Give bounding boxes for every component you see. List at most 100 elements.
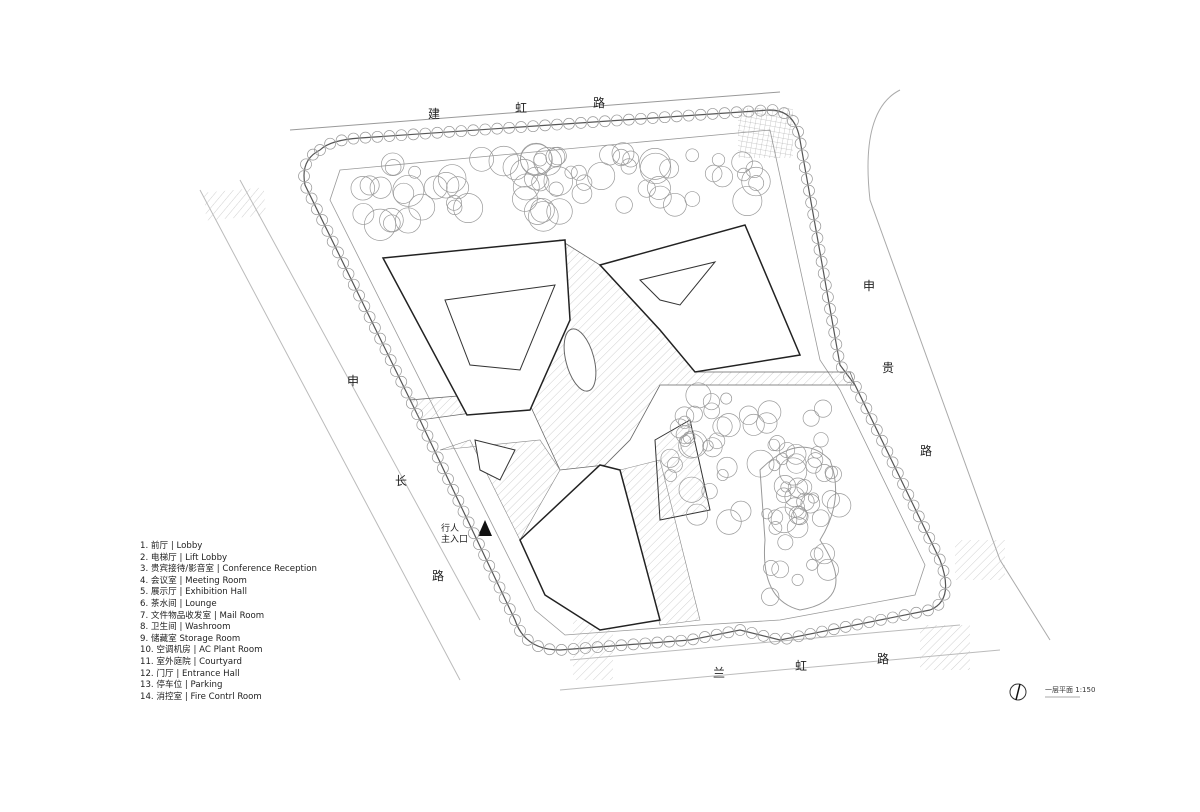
- road-label-north-1: 建: [428, 107, 440, 121]
- tree-icon: [801, 173, 813, 185]
- tree-icon: [493, 581, 506, 594]
- tree-icon: [350, 176, 376, 201]
- tree-icon: [910, 606, 923, 619]
- tree-icon: [865, 413, 878, 426]
- tree-icon: [599, 115, 611, 128]
- tree-icon: [741, 166, 771, 197]
- tree-icon: [767, 509, 784, 525]
- tree-icon: [796, 492, 815, 511]
- tree-icon: [907, 499, 920, 512]
- tree-icon: [886, 611, 899, 624]
- tree-icon: [786, 516, 809, 539]
- drawing-scale: 1:150: [1075, 686, 1096, 694]
- tree-icon: [509, 614, 521, 626]
- tree-icon: [545, 147, 566, 167]
- tree-icon: [898, 609, 911, 621]
- tree-icon: [766, 104, 779, 116]
- tree-icon: [802, 409, 820, 427]
- tree-icon: [815, 255, 828, 268]
- tree-icon: [937, 565, 950, 577]
- tree-icon: [379, 343, 392, 356]
- tree-icon: [395, 129, 408, 142]
- tree-icon: [875, 613, 887, 626]
- crossing-east: [955, 540, 1005, 580]
- tree-icon: [603, 640, 616, 653]
- tree-icon: [455, 125, 468, 137]
- tree-icon: [658, 111, 671, 124]
- tree-icon: [678, 415, 692, 429]
- tree-icon: [335, 134, 348, 147]
- tree-icon: [332, 246, 344, 259]
- tree-icon: [722, 626, 735, 639]
- tree-icon: [716, 456, 738, 478]
- tree-icon: [575, 117, 587, 129]
- tree-icon: [524, 197, 552, 225]
- tree-icon: [897, 478, 909, 490]
- tree-icon: [363, 311, 376, 323]
- tree-icon: [711, 153, 726, 167]
- tree-icon: [567, 643, 580, 655]
- legend-item: 6. 茶水间 | Lounge: [140, 598, 217, 609]
- tree-icon: [918, 521, 930, 533]
- tree-icon: [732, 186, 763, 216]
- tree-icon: [825, 465, 842, 483]
- tree-icon: [298, 170, 310, 182]
- tree-icon: [591, 641, 604, 653]
- tree-icon: [648, 185, 672, 209]
- tree-icon: [817, 267, 830, 280]
- tree-icon: [678, 476, 705, 503]
- tree-icon: [659, 158, 679, 179]
- tree-icon: [811, 232, 824, 244]
- tree-icon: [737, 167, 751, 182]
- road-label-west-1: 申: [347, 374, 359, 388]
- road-label-west-2: 长: [395, 474, 407, 488]
- tree-icon: [742, 413, 765, 436]
- tree-icon: [776, 452, 789, 466]
- tree-icon: [431, 451, 444, 464]
- tree-icon: [622, 113, 635, 126]
- tree-icon: [546, 198, 573, 225]
- courtyard-building: [654, 419, 711, 521]
- tree-icon: [570, 164, 587, 181]
- legend-item: 4. 会议室 | Meeting Room: [140, 575, 247, 586]
- tree-icon: [814, 399, 833, 418]
- tree-icon: [447, 199, 463, 216]
- tree-icon: [702, 440, 714, 452]
- tree-icon: [384, 159, 402, 176]
- tree-icon: [816, 625, 828, 638]
- tree-icon: [922, 604, 934, 617]
- tree-icon: [314, 144, 326, 156]
- tree-icon: [682, 109, 695, 122]
- tree-icon: [706, 108, 719, 120]
- tree-icon: [768, 459, 781, 472]
- tree-icon: [307, 148, 319, 161]
- tree-icon: [817, 558, 839, 581]
- tree-icon: [794, 137, 807, 150]
- tree-icon: [777, 534, 794, 551]
- tree-icon: [933, 553, 946, 566]
- tree-icon: [811, 509, 830, 528]
- tree-icon: [805, 196, 817, 209]
- tree-icon: [824, 465, 838, 480]
- tree-icon: [791, 573, 804, 586]
- tree-icon: [796, 149, 809, 162]
- tree-icon: [669, 418, 690, 439]
- tree-icon: [452, 494, 465, 507]
- road-label-east-1: 申: [863, 279, 875, 293]
- tree-icon: [860, 402, 873, 415]
- legend-item: 13. 停车位 | Parking: [140, 680, 223, 691]
- tree-icon: [510, 159, 539, 188]
- tree-icon: [824, 303, 836, 315]
- tree-icon: [761, 508, 773, 520]
- tree-icon: [579, 642, 592, 654]
- road-label-south-1: 兰: [713, 666, 725, 680]
- tree-icon: [731, 151, 753, 173]
- tree-icon: [745, 160, 763, 179]
- entrance-line-2: 主入口: [441, 535, 469, 545]
- road-label-west-3: 路: [432, 568, 444, 583]
- tree-icon: [932, 598, 945, 611]
- tree-icon: [392, 174, 425, 207]
- tree-icon: [813, 543, 835, 565]
- tree-icon: [637, 179, 656, 198]
- entrance-canopy: [474, 439, 516, 481]
